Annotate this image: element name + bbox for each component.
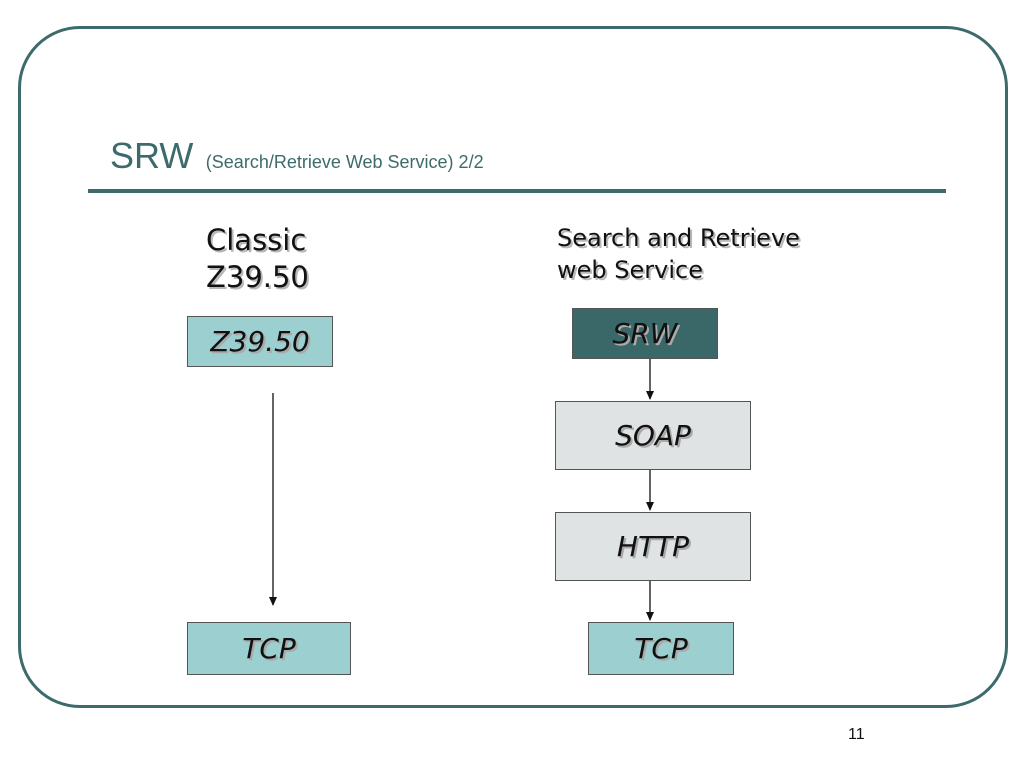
page-number: 11 (848, 726, 865, 743)
left-heading-line-1: Classic (206, 223, 307, 257)
left-column-heading: Classic Z39.50 (206, 222, 309, 296)
http-box: HTTP (555, 512, 751, 581)
title-divider (88, 189, 946, 193)
right-column-heading: Search and Retrieve web Service (557, 222, 800, 286)
right-heading-line-1: Search and Retrieve (557, 224, 800, 252)
slide-title: SRW (Search/Retrieve Web Service) 2/2 (110, 136, 484, 176)
left-heading-line-2: Z39.50 (206, 260, 309, 294)
tcp-box-right: TCP (588, 622, 734, 675)
right-heading-line-2: web Service (557, 256, 703, 284)
srw-box: SRW (572, 308, 718, 359)
soap-box: SOAP (555, 401, 751, 470)
z3950-box: Z39.50 (187, 316, 333, 367)
title-subtitle: (Search/Retrieve Web Service) 2/2 (205, 152, 484, 172)
tcp-box-left: TCP (187, 622, 351, 675)
slide-frame (18, 26, 1008, 708)
title-main: SRW (110, 135, 194, 176)
